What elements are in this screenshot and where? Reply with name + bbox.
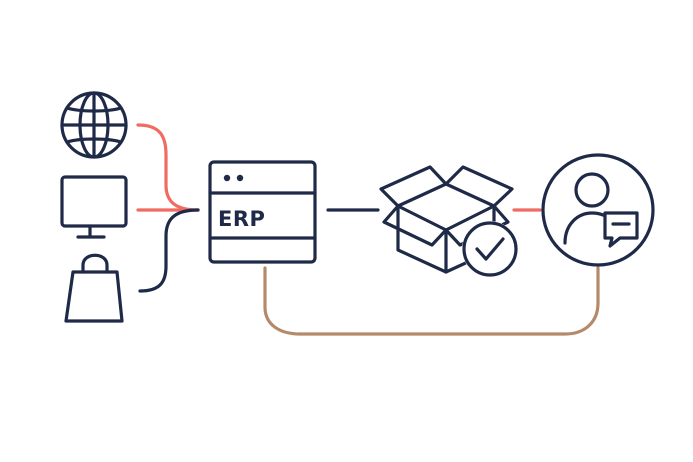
erp-window-icon: ERP bbox=[208, 160, 317, 264]
erp-label: ERP bbox=[218, 207, 265, 231]
shopping-bag-icon bbox=[64, 253, 124, 323]
checkmark-circle-icon bbox=[462, 221, 518, 277]
bag-to-erp-connector bbox=[138, 208, 200, 293]
window-dot-2 bbox=[236, 174, 244, 182]
globe-icon bbox=[60, 91, 128, 159]
desktop-monitor-icon bbox=[60, 175, 128, 239]
chat-bubble-icon bbox=[603, 211, 639, 248]
window-dot-1 bbox=[223, 174, 231, 182]
connectors bbox=[136, 123, 600, 336]
globe-to-erp-connector bbox=[136, 123, 200, 212]
erp-to-customer-return-path bbox=[263, 266, 600, 336]
customer-avatar-icon bbox=[541, 153, 655, 267]
